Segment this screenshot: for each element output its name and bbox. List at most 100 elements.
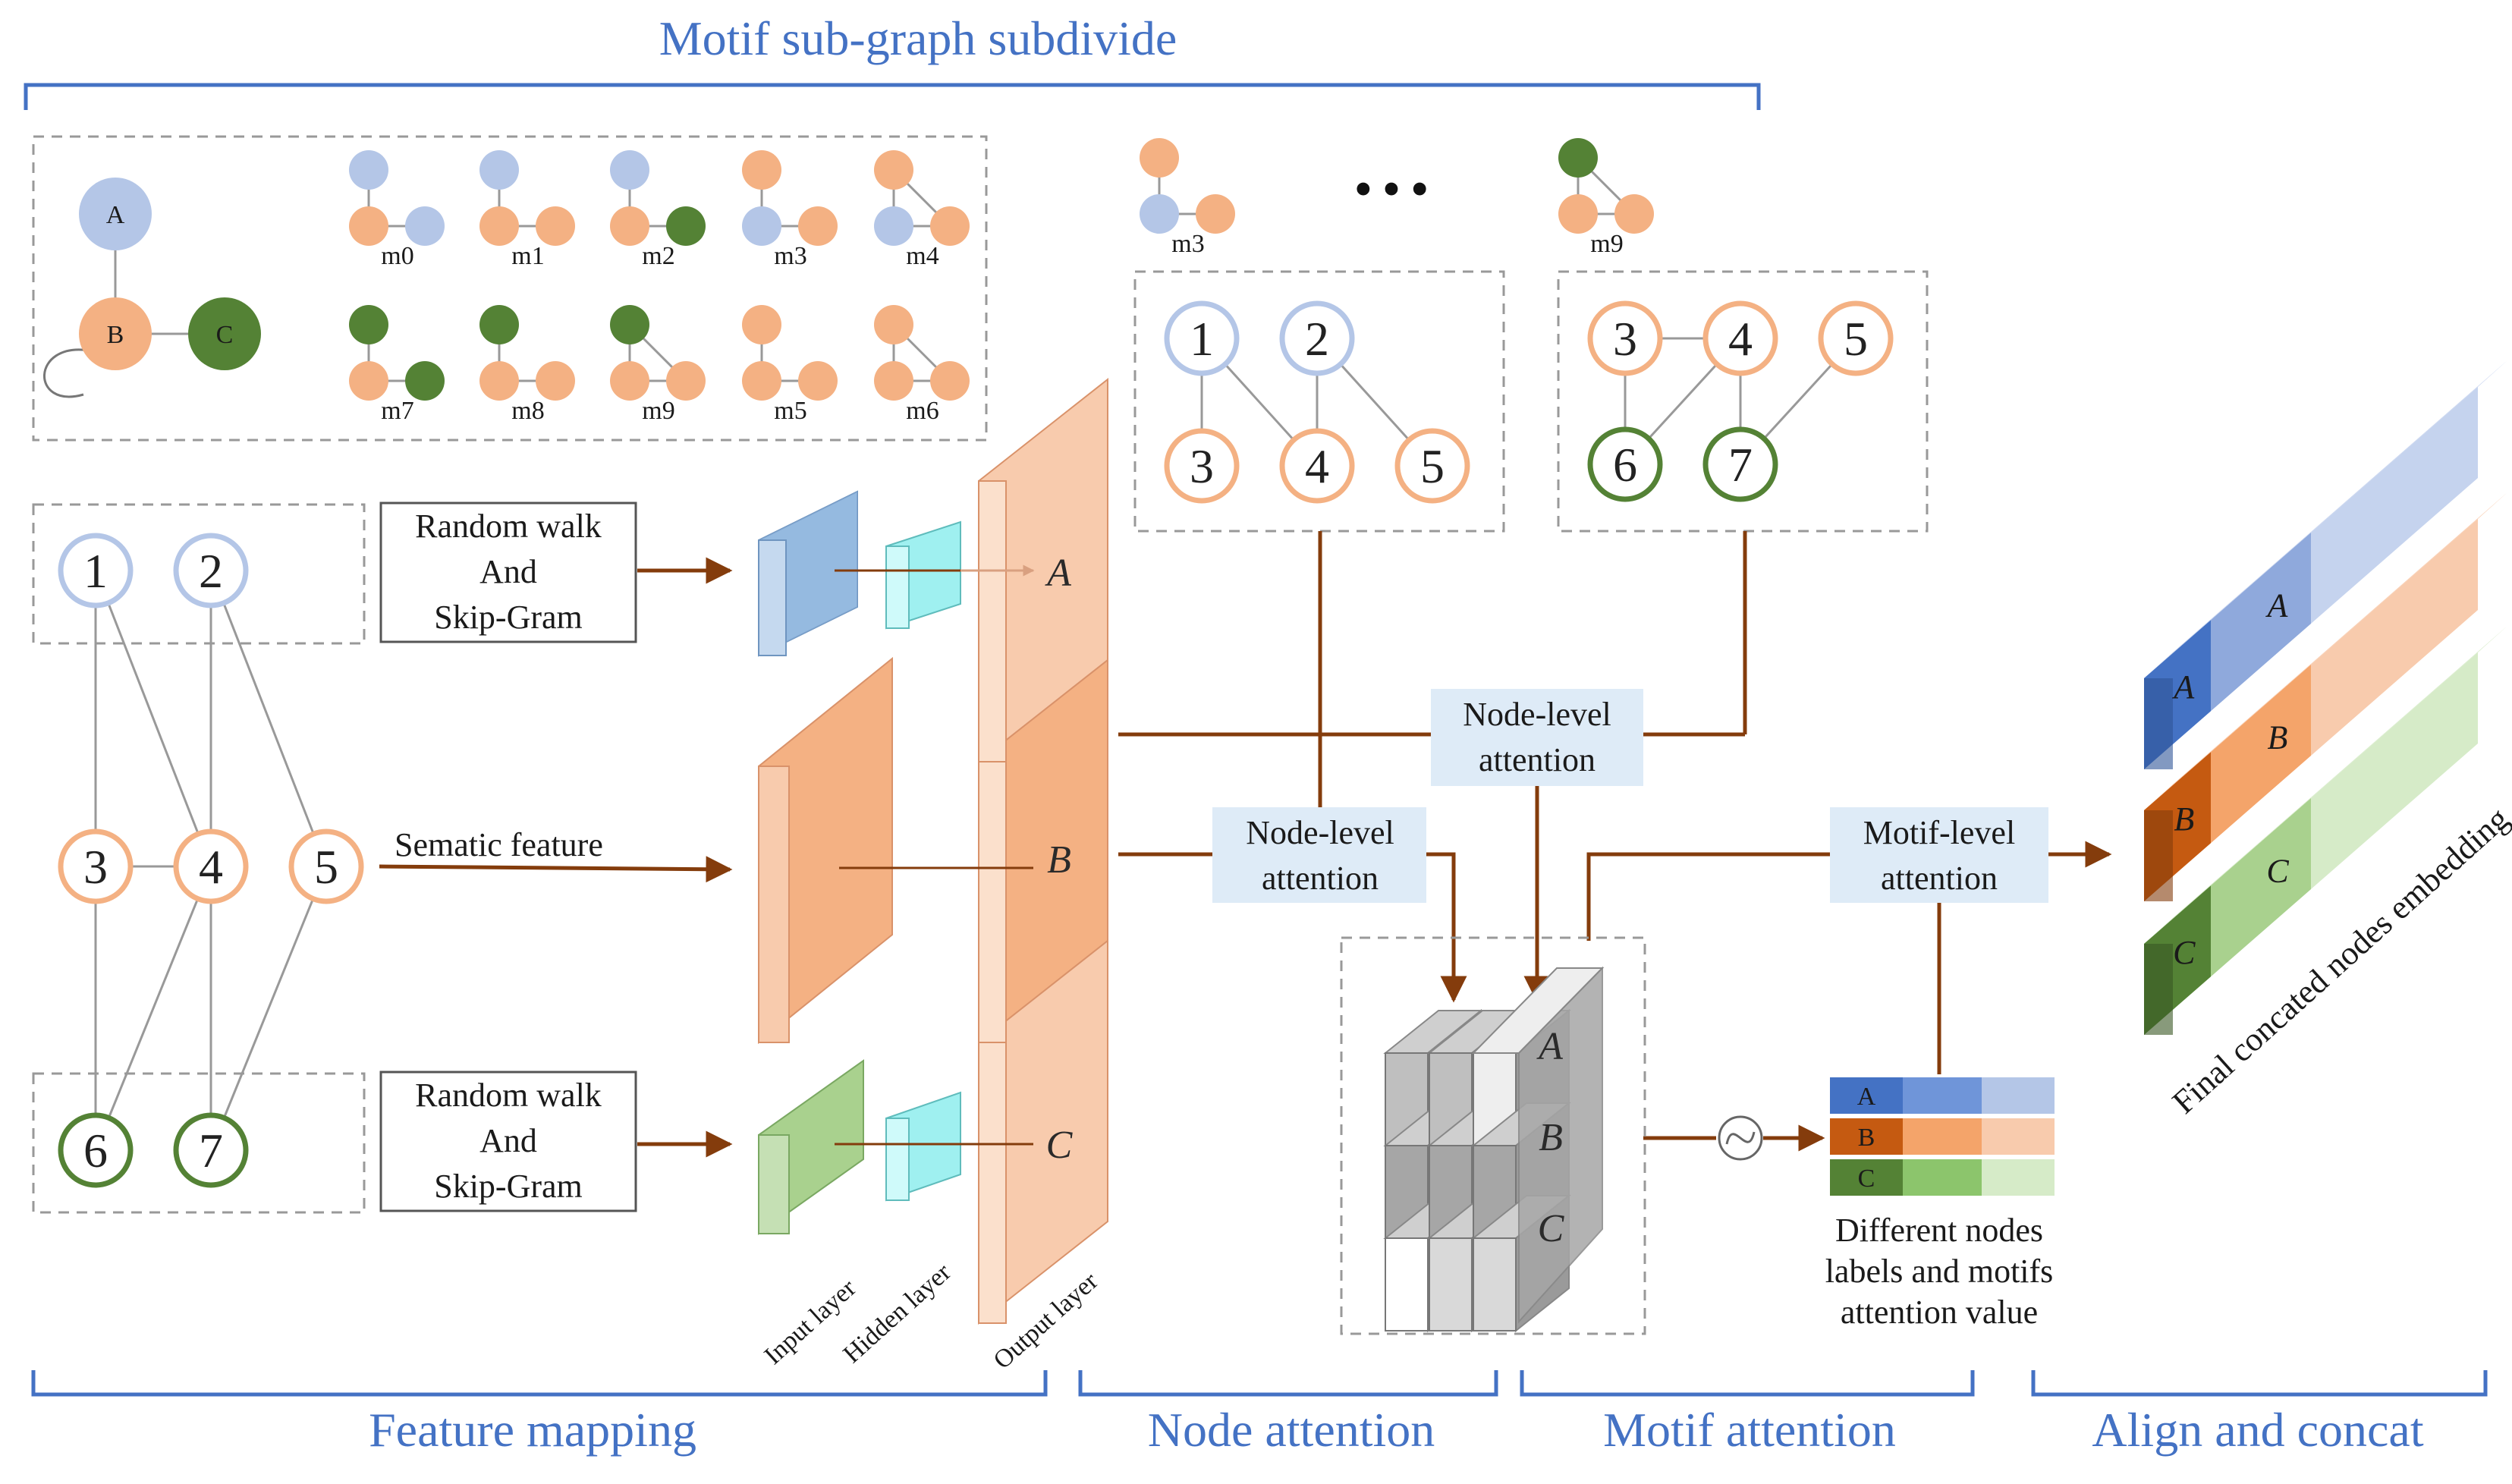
attn-caption-line3: attention value (1841, 1294, 2038, 1331)
motif-node (610, 206, 649, 246)
instance-node-2 (1279, 300, 1355, 376)
instance-node-label: 6 (1613, 438, 1637, 492)
motif-node (742, 361, 781, 401)
instance-node-label: 5 (1844, 312, 1868, 366)
motif-node (405, 206, 445, 246)
motif-label: m1 (511, 242, 544, 270)
input-layer-middle (758, 656, 893, 1045)
node-level-attention-box-upper (1431, 689, 1643, 786)
graph-node-label: 1 (83, 544, 108, 598)
instance-node-label: 4 (1305, 439, 1329, 493)
stack-label-c: C (1538, 1207, 1565, 1250)
motif-node (536, 206, 575, 246)
final-label: A (2265, 586, 2289, 624)
motif-node (349, 305, 388, 344)
motif-node (874, 305, 913, 344)
stack-cell (1429, 1237, 1473, 1332)
m9-instance-box (1557, 270, 1929, 533)
motif-node (610, 305, 649, 344)
motif-label: m3 (774, 242, 806, 270)
instance-glyph-node (1614, 194, 1654, 234)
attn-caption-line1: Different nodes (1835, 1212, 2043, 1249)
motif-node (479, 206, 519, 246)
graph-node-4 (173, 828, 249, 904)
attn-row-c: C (1858, 1165, 1875, 1193)
random-walk-box-top (379, 501, 637, 643)
motif-node (930, 361, 970, 401)
attention-connectors (1118, 531, 2112, 1152)
motif-level-line2: attention (1881, 860, 1998, 897)
node-level-lower-line2: attention (1262, 860, 1379, 897)
legend-graph: A B C (43, 178, 261, 398)
instance-node-4 (1702, 300, 1778, 376)
hidden-layer-top (885, 520, 961, 630)
m3-instance-box (1133, 270, 1505, 533)
top-bracket (24, 83, 1761, 110)
stack-label-a: A (1536, 1025, 1563, 1068)
final-label: B (2268, 718, 2288, 756)
instance-node-3 (1164, 428, 1240, 504)
motif-label: m9 (642, 397, 674, 425)
legend-node-c (188, 297, 261, 370)
graph-node-label: 6 (83, 1124, 108, 1177)
motif-node (479, 150, 519, 190)
motif-label: m4 (906, 242, 938, 270)
graph-node-label: 3 (83, 840, 108, 894)
legend-node-a (79, 178, 152, 250)
legend-label-c: C (216, 321, 234, 349)
motif-label: m7 (381, 397, 413, 425)
motif-label: m2 (642, 242, 674, 270)
attn-row-a: A (1857, 1083, 1876, 1111)
legend-label-b: B (107, 321, 124, 349)
attn-caption-line2: labels and motifs (1825, 1253, 2054, 1290)
instance-glyph-node (1140, 138, 1179, 178)
instance-glyph-node (1558, 138, 1598, 178)
section-feature-mapping: Feature mapping (369, 1403, 696, 1457)
instance-glyph-node (1558, 194, 1598, 234)
hidden-layer-label: Hidden layer (838, 1258, 957, 1369)
motif-level-line1: Motif-level (1863, 814, 2015, 851)
instance-glyph-node (1140, 194, 1179, 234)
motif-label: m6 (906, 397, 938, 425)
final-label: C (2173, 934, 2196, 971)
stack-cell (1385, 1237, 1429, 1332)
motif-node (405, 361, 445, 401)
attn-row-b: B (1858, 1124, 1875, 1152)
motif-label: m8 (511, 397, 544, 425)
hidden-layer-bottom (885, 1091, 961, 1202)
stack-label-b: B (1539, 1116, 1563, 1159)
instance-node-label: 3 (1190, 439, 1214, 493)
rw-top-line3: Skip-Gram (434, 599, 583, 636)
instance-node-label: 5 (1420, 439, 1445, 493)
bottom-brackets (31, 1370, 2488, 1397)
graph-node-label: 2 (199, 544, 223, 598)
section-title-motif-subgraph: Motif sub-graph subdivide (659, 11, 1177, 65)
input-layer-bottom (758, 1059, 864, 1235)
motif-node (536, 361, 575, 401)
instance-node-4 (1279, 428, 1355, 504)
node-level-lower-line1: Node-level (1246, 814, 1394, 851)
legend-node-b (79, 297, 152, 370)
input-layer-top (758, 490, 858, 657)
final-bar-1 (2144, 810, 2173, 901)
group-box-top (32, 503, 366, 645)
motif-node (798, 206, 838, 246)
motif-node (874, 361, 913, 401)
graph-node-2 (173, 533, 249, 608)
instance-node-label: 1 (1190, 312, 1214, 366)
motif-dictionary-box (32, 135, 988, 442)
node-level-upper-line1: Node-level (1463, 696, 1611, 733)
motif-node (874, 150, 913, 190)
section-motif-attention: Motif attention (1603, 1403, 1896, 1457)
final-label: A (2171, 668, 2195, 706)
random-walk-box-bottom (379, 1071, 637, 1212)
sigmoid-curve (1725, 1131, 1756, 1145)
output-label-c: C (1046, 1124, 1074, 1167)
motif-node (742, 150, 781, 190)
graph-node-1 (58, 533, 134, 608)
stack-cell (1473, 1237, 1517, 1332)
